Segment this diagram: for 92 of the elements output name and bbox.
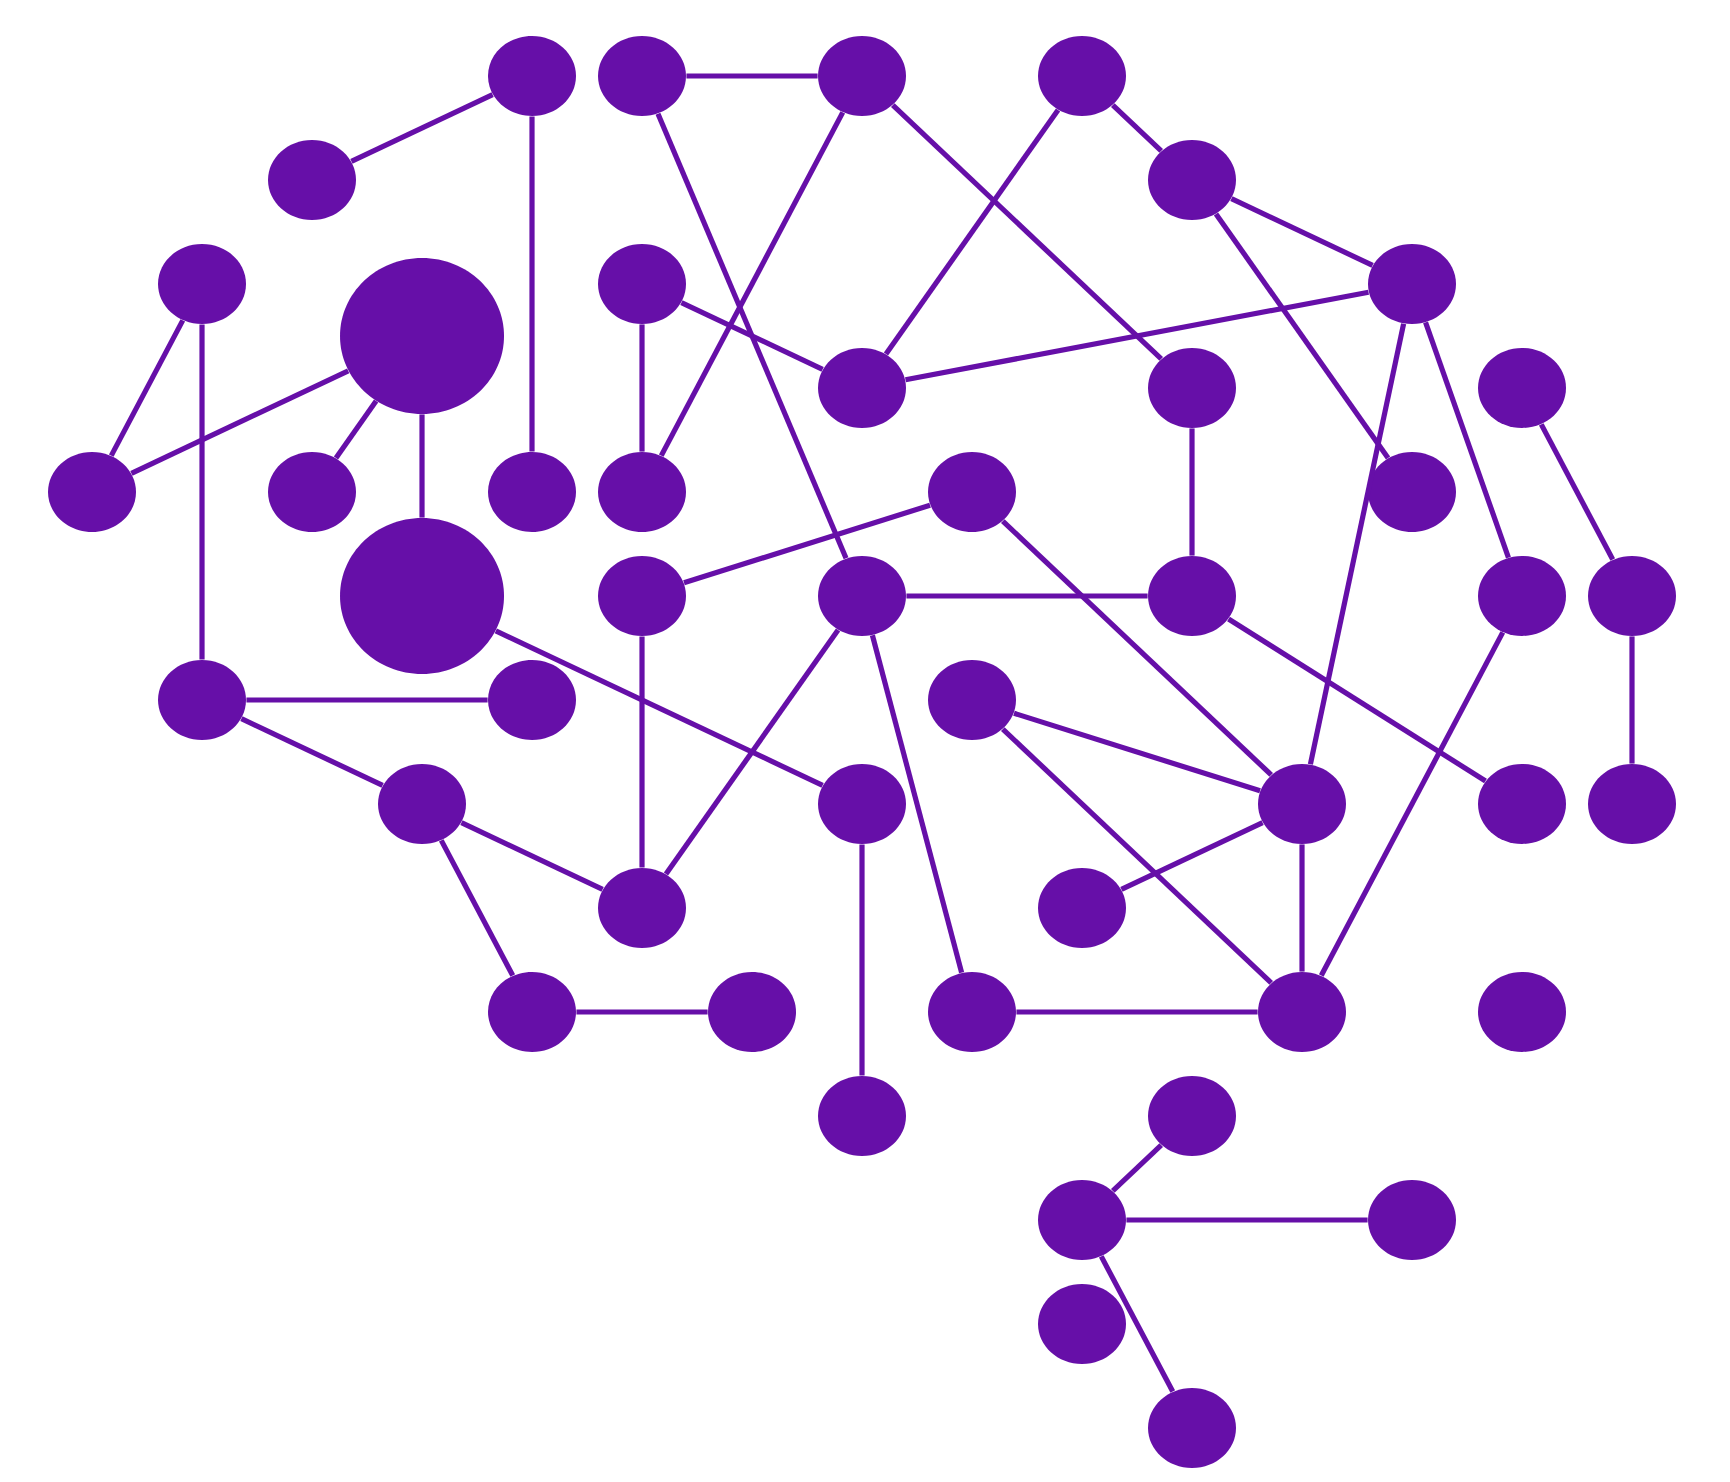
network-node [1588, 556, 1676, 636]
connector-line [1120, 820, 1264, 892]
network-node [1038, 36, 1126, 116]
connector-line [906, 593, 1148, 599]
network-node [1258, 764, 1346, 844]
network-node [1148, 348, 1236, 428]
connector-line [1629, 636, 1635, 764]
connector-line [333, 399, 379, 460]
connector-line [658, 111, 846, 457]
network-node [1258, 972, 1346, 1052]
network-node [818, 764, 906, 844]
connector-line [680, 300, 824, 372]
network-node [488, 972, 576, 1052]
connector-line [1299, 844, 1305, 972]
connector-line [1098, 1255, 1176, 1393]
connector-line [130, 368, 350, 476]
network-node [1038, 1284, 1126, 1364]
connector-line [1423, 321, 1511, 559]
connector-line [639, 324, 645, 452]
connector-line [1538, 423, 1616, 561]
network-node [488, 452, 576, 532]
network-node [1148, 140, 1236, 220]
network-node [598, 244, 686, 324]
connector-line [683, 502, 931, 586]
connector-line [1126, 1217, 1368, 1223]
connector-line [1013, 710, 1261, 794]
network-node [928, 660, 1016, 740]
connector-line [1213, 212, 1391, 460]
network-node [1478, 764, 1566, 844]
connector-line [1318, 631, 1506, 977]
network-node [598, 452, 686, 532]
network-node [598, 868, 686, 948]
network-node [1588, 764, 1676, 844]
connector-line [438, 839, 516, 977]
network-node [598, 556, 686, 636]
connector-line [529, 116, 535, 452]
connector-line [1111, 103, 1163, 153]
connector-line [1307, 323, 1407, 765]
network-node [158, 244, 246, 324]
network-node [598, 36, 686, 116]
connector-line [686, 73, 818, 79]
connector-line [891, 103, 1163, 361]
network-node [708, 972, 796, 1052]
connector-line [1230, 196, 1374, 268]
network-node [1038, 1180, 1126, 1260]
connector-line [869, 634, 965, 974]
connector-line [859, 844, 865, 1076]
network-node [158, 660, 246, 740]
network-node [1368, 1180, 1456, 1260]
connector-line [1189, 428, 1195, 556]
network-node [818, 556, 906, 636]
network-node [818, 1076, 906, 1156]
connector-line [639, 636, 645, 868]
connector-line [1001, 519, 1273, 777]
connector-line [199, 324, 205, 660]
network-node [928, 452, 1016, 532]
connector-line [350, 92, 494, 164]
connector-line [576, 1009, 708, 1015]
connector-line [1001, 727, 1273, 985]
network-node [268, 452, 356, 532]
network-node [818, 36, 906, 116]
network-node [340, 258, 504, 414]
connector-line [655, 112, 849, 560]
network-node [488, 36, 576, 116]
connector-line [108, 319, 186, 457]
network-node [1368, 244, 1456, 324]
network-node [340, 518, 504, 674]
network-node [1478, 972, 1566, 1052]
network-node [1368, 452, 1456, 532]
network-node [1478, 348, 1566, 428]
network-node [378, 764, 466, 844]
network-node [268, 140, 356, 220]
connector-line [494, 628, 824, 788]
network-node [818, 348, 906, 428]
connector-line [663, 628, 841, 876]
connector-line [240, 716, 384, 788]
network-node [1148, 1388, 1236, 1468]
network-node [1478, 556, 1566, 636]
connector-line [905, 289, 1370, 383]
connector-line [1111, 1143, 1163, 1193]
connector-line [1227, 616, 1487, 784]
connector-line [883, 108, 1061, 356]
connector-line [419, 414, 425, 518]
network-node [48, 452, 136, 532]
network-node [488, 660, 576, 740]
network-node [1148, 556, 1236, 636]
connector-line [460, 820, 604, 892]
network-node [1148, 1076, 1236, 1156]
network-node [928, 972, 1016, 1052]
network-node [1038, 868, 1126, 948]
connector-line [1016, 1009, 1258, 1015]
connector-line [246, 697, 488, 703]
